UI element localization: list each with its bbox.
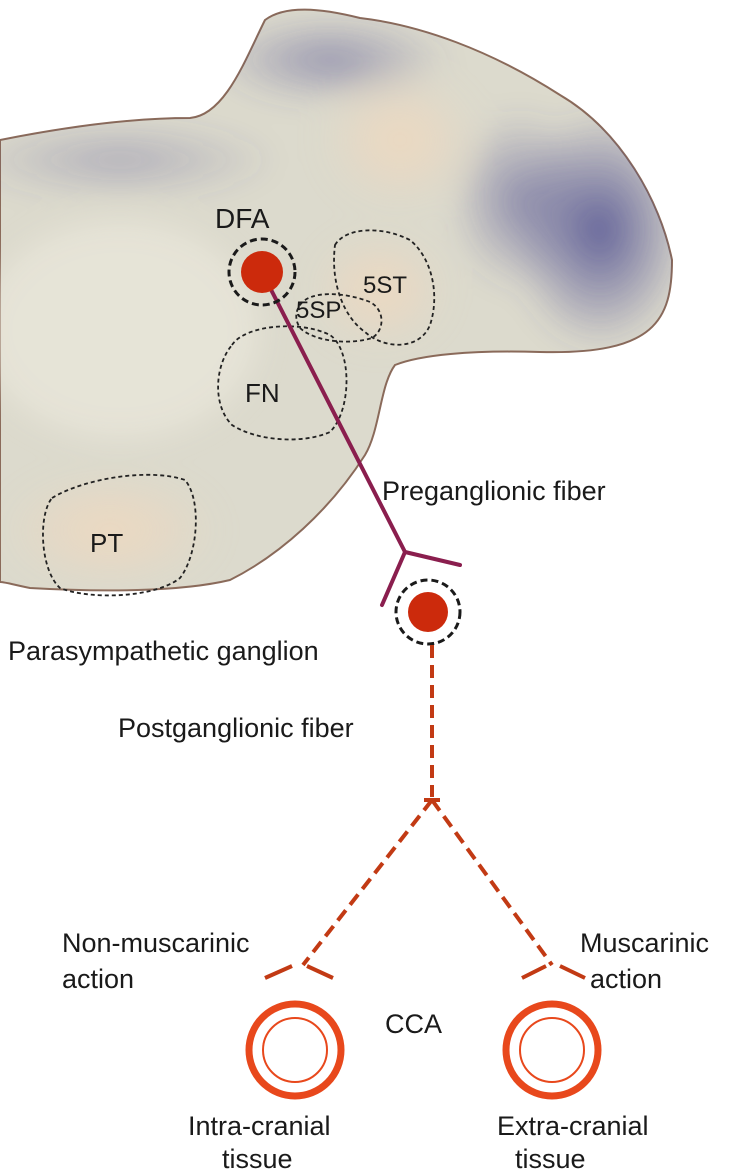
region-label-fn: FN <box>245 378 280 408</box>
postganglionic-terminals <box>264 798 586 980</box>
dfa-neuron <box>227 237 297 307</box>
intra-cranial-label-line1: Intra-cranial <box>188 1111 331 1141</box>
terminal-right-bar-b <box>559 964 586 980</box>
region-label-dfa: DFA <box>215 203 270 234</box>
ganglion-label: Parasympathetic ganglion <box>8 636 319 666</box>
region-label-5st: 5ST <box>363 272 407 299</box>
nucleus-outlines <box>42 229 436 597</box>
cca-label: CCA <box>385 1009 442 1039</box>
preganglionic-fiber <box>260 270 462 607</box>
preganglionic-terminal-left <box>380 550 407 607</box>
region-pt-outline <box>42 473 197 597</box>
intra-cranial-vessel <box>245 1000 345 1100</box>
postganglionic-branch-right <box>430 798 554 967</box>
extra-cranial-label-line1: Extra-cranial <box>497 1111 649 1141</box>
terminal-left-bar-b <box>306 964 334 980</box>
preganglionic-terminal-right <box>403 550 462 567</box>
ganglion-neuron <box>394 578 462 646</box>
muscarinic-label-line1: Muscarinic <box>580 928 709 958</box>
terminal-right-bar-a <box>521 964 547 980</box>
postganglionic-branch-left <box>301 798 434 967</box>
postganglionic-label: Postganglionic fiber <box>118 713 354 743</box>
muscarinic-label-line2: action <box>590 964 662 994</box>
non-muscarinic-label-line2: action <box>62 964 134 994</box>
region-label-5sp: 5SP <box>296 297 341 324</box>
extra-cranial-label-line2: tissue <box>515 1144 586 1170</box>
non-muscarinic-label-line1: Non-muscarinic <box>62 928 250 958</box>
preganglionic-label: Preganglionic fiber <box>382 476 606 506</box>
tissue-staining <box>0 15 672 590</box>
brainstem-tissue-section <box>0 8 674 592</box>
intra-cranial-label-line2: tissue <box>222 1144 293 1170</box>
region-label-pt: PT <box>90 528 123 558</box>
extra-cranial-vessel <box>502 1000 602 1100</box>
postganglionic-fiber <box>301 645 554 967</box>
region-fn-outline <box>217 325 348 441</box>
preganglionic-axon <box>260 270 407 554</box>
terminal-left-bar-a <box>264 964 293 980</box>
region-5sp-outline <box>295 293 383 343</box>
